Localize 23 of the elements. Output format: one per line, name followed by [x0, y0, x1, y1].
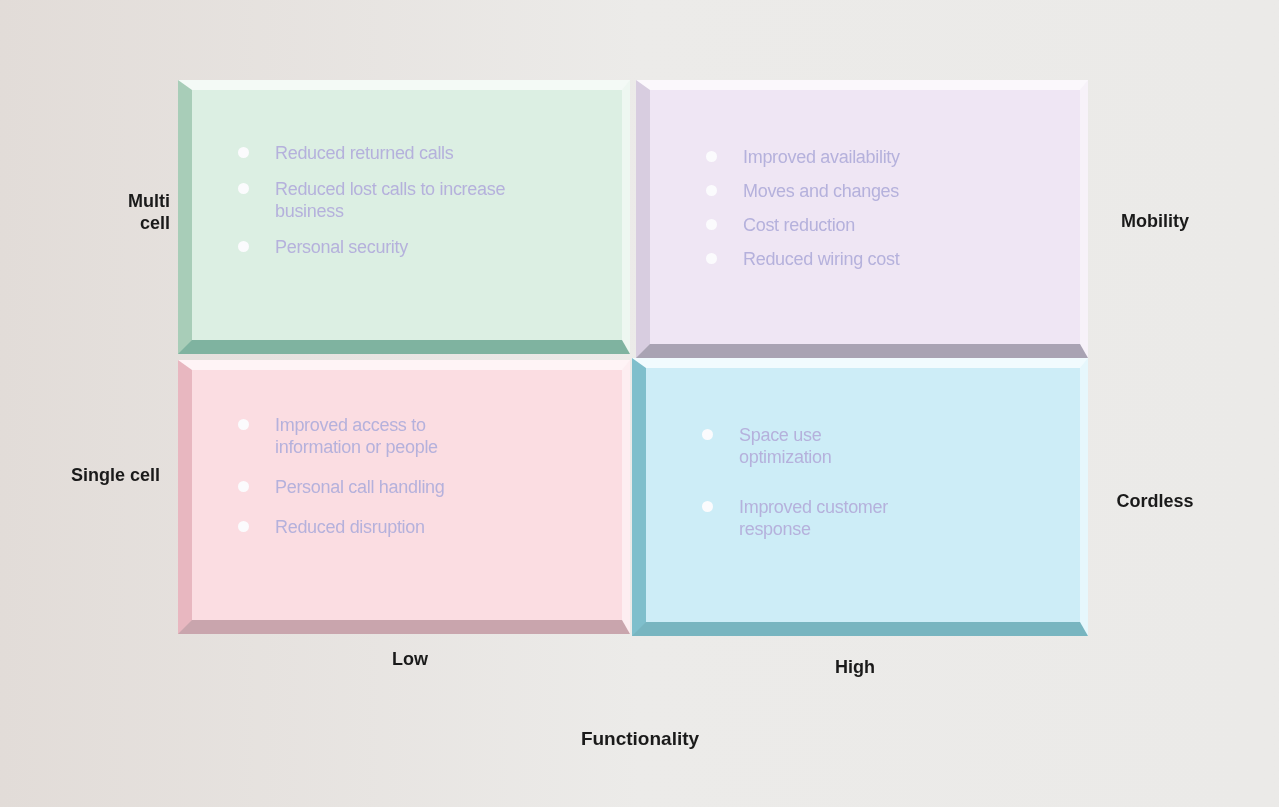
axis-label: Single cell — [70, 464, 160, 486]
axis-label: Multi cell — [127, 190, 170, 234]
benefit-text: Personal security — [275, 236, 408, 258]
quadrant-panel — [632, 358, 1088, 636]
axis-label: Low — [391, 648, 429, 670]
quadrant-panel — [178, 360, 630, 634]
axis-label: Cordless — [1115, 490, 1195, 512]
benefit-text: Reduced wiring cost — [743, 248, 900, 270]
benefit-text: Improved customer response — [739, 496, 889, 540]
quadrant-panel — [636, 80, 1088, 358]
axis-label: Mobility — [1120, 210, 1190, 232]
axis-label: Functionality — [579, 728, 701, 750]
benefit-text: Reduced disruption — [275, 516, 425, 538]
benefit-text: Moves and changes — [743, 180, 899, 202]
benefit-text: Reduced returned calls — [275, 142, 454, 164]
benefit-text: Personal call handling — [275, 476, 445, 498]
benefit-text: Improved availability — [743, 146, 900, 168]
benefit-text: Reduced lost calls to increase business — [275, 178, 507, 222]
benefit-text: Space use optimization — [739, 424, 833, 468]
quadrant-panel — [178, 80, 630, 354]
axis-label: High — [834, 656, 876, 678]
benefit-text: Cost reduction — [743, 214, 855, 236]
benefit-text: Improved access to information or people — [275, 414, 439, 458]
